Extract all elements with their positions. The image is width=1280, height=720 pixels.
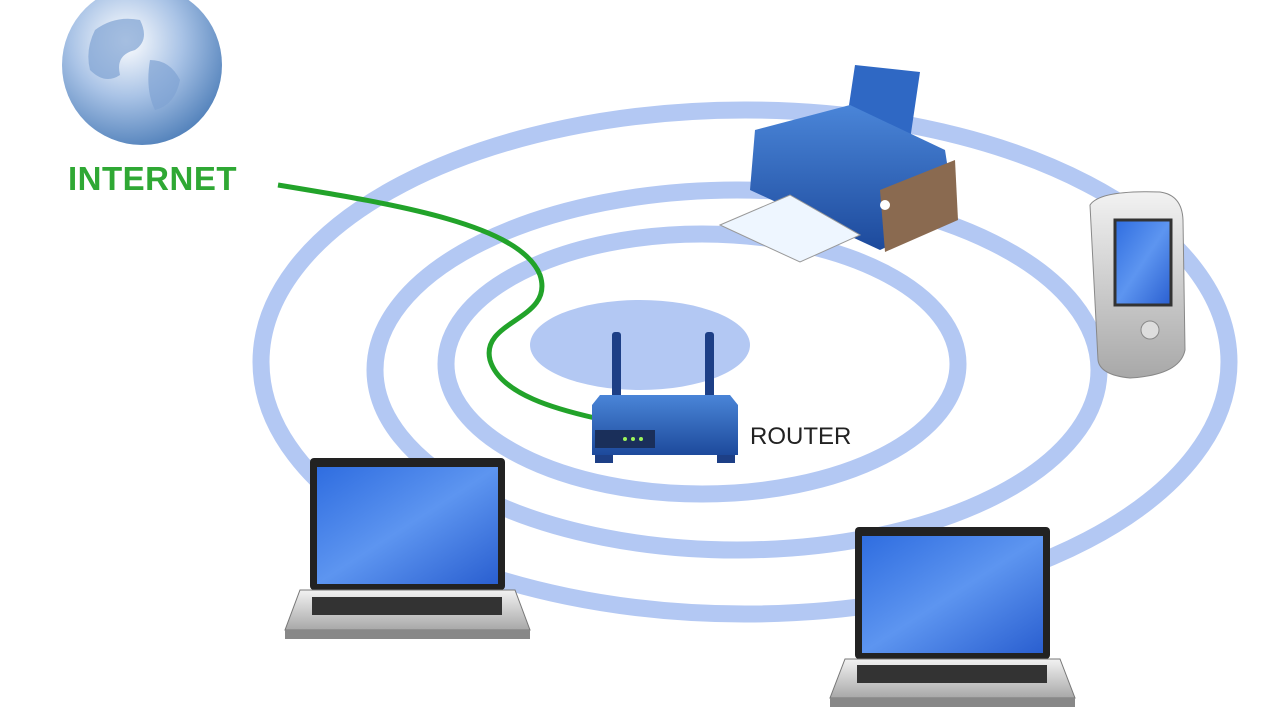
router-label: ROUTER [750,423,852,450]
signal-ring-middle [366,181,1108,559]
printer-icon [718,65,958,263]
laptop-icon [284,458,531,639]
signal-core [530,300,750,390]
signal-ring-outer [252,101,1238,623]
laptop-icon [829,527,1076,707]
phone-icon [1089,191,1186,379]
wifi-signal-rings [252,101,1238,623]
internet-label: INTERNET [68,160,237,197]
internet-cable [277,182,596,421]
globe-icon [62,0,222,145]
signal-ring-inner [437,225,967,503]
router-icon [592,332,738,463]
